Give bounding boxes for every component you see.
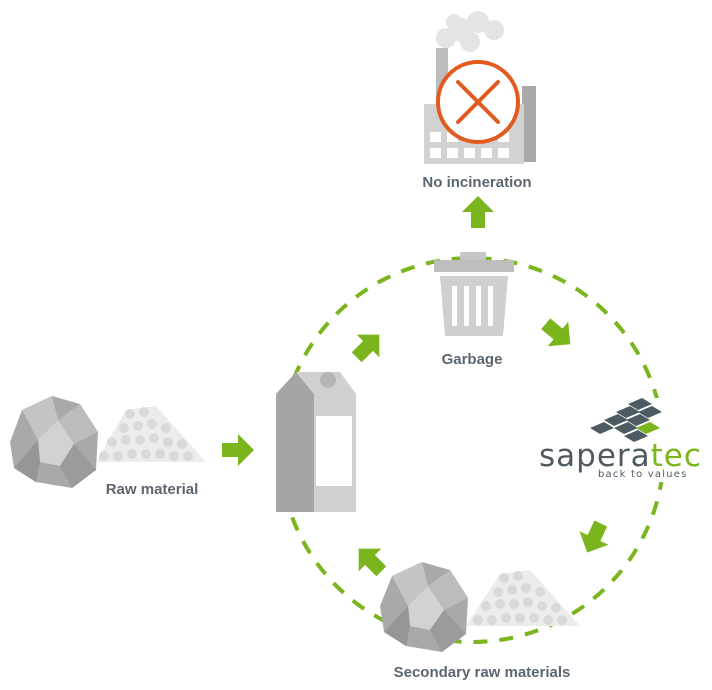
logo-wordmark: saperatec: [539, 441, 702, 472]
milk-carton-icon: [276, 372, 356, 512]
secondary-raw-materials-label: Secondary raw materials: [393, 664, 571, 681]
cross-icon: [436, 60, 520, 144]
raw-material-label: Raw material: [105, 481, 199, 498]
arrow-right: [222, 434, 254, 466]
secondary-rock-pile-icon: [380, 562, 468, 652]
gravel-icon: [96, 406, 206, 462]
arrow-logo-to-secondary: [579, 520, 609, 553]
arrow-garbage-to-logo: [541, 318, 571, 347]
rock-pile-icon: [10, 396, 98, 488]
logo-word-accent: tec: [650, 438, 702, 474]
factory-icon: [424, 11, 536, 164]
saperatec-logo: [590, 398, 662, 442]
arrow-secondary-to-carton: [358, 548, 387, 577]
arrow-up: [462, 196, 494, 228]
logo-tagline: back to values: [598, 469, 688, 480]
trash-can-icon: [434, 252, 514, 336]
arrow-carton-to-garbage: [351, 334, 380, 363]
no-incineration-label: No incineration: [422, 174, 532, 191]
logo-word-main: sapera: [539, 438, 651, 474]
garbage-label: Garbage: [441, 351, 503, 368]
secondary-gravel-icon: [466, 570, 580, 626]
